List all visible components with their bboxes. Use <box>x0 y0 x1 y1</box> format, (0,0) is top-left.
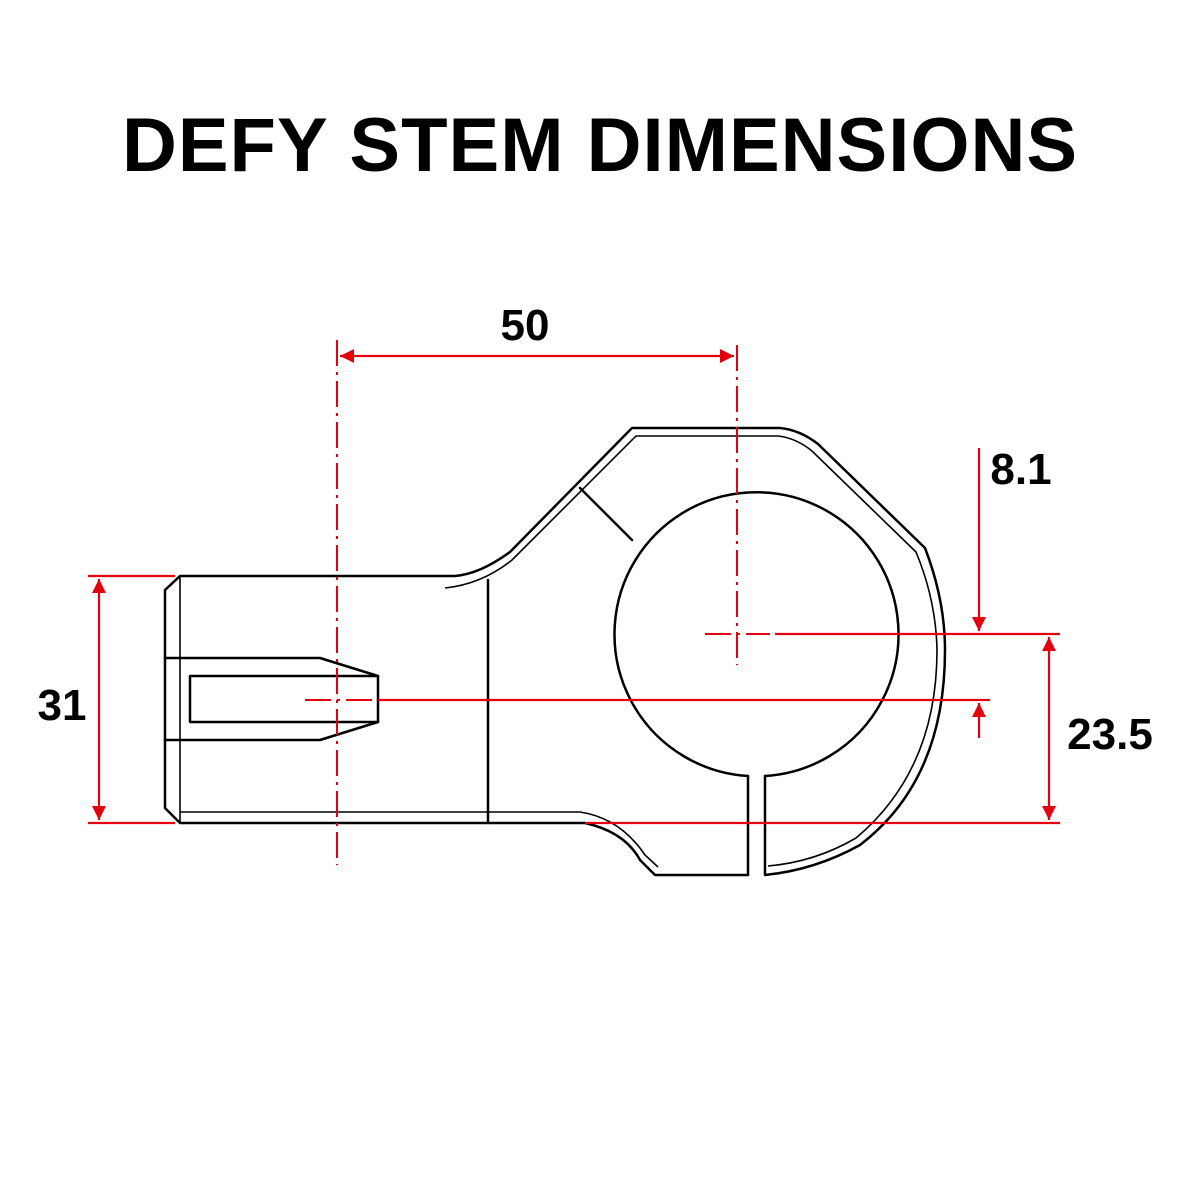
dimension-length: 50 <box>340 301 734 363</box>
page-title: DEFY STEM DIMENSIONS <box>121 103 1079 188</box>
clamp-height-label: 23.5 <box>1067 710 1153 759</box>
steerer-slot <box>188 674 380 724</box>
handlebar-bore <box>613 491 900 778</box>
height-label: 31 <box>38 681 87 730</box>
steerer-slot-lower <box>163 720 380 742</box>
length-label: 50 <box>501 301 550 350</box>
center-lines <box>305 340 770 865</box>
dimension-clamp-height: 23.5 <box>585 637 1153 825</box>
rib-line <box>578 486 634 542</box>
stem-outline <box>163 426 947 877</box>
stem-body-top-inner <box>444 435 938 867</box>
stem-body-top-edge <box>163 426 947 877</box>
stem-body-bottom-inner <box>180 811 659 868</box>
dimension-offset: 8.1 <box>378 445 1060 738</box>
offset-label: 8.1 <box>990 445 1051 494</box>
stem-body-bottom-edge <box>163 588 750 877</box>
dimension-height: 31 <box>38 574 175 825</box>
steerer-slot-upper <box>163 656 380 678</box>
